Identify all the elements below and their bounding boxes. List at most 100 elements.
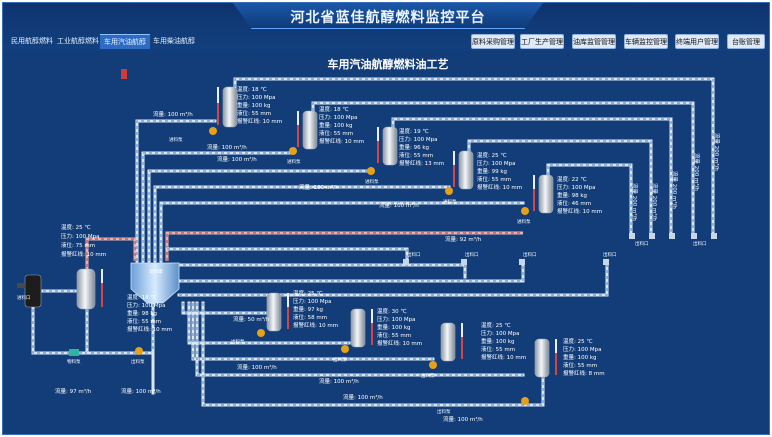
top-tank-2-reading-0: 温度: 18 ℃ <box>319 105 349 113</box>
pump-icon[interactable] <box>257 329 265 337</box>
bottom-tank-3[interactable] <box>429 322 463 369</box>
app-title: 河北省蓝佳航醇燃料监控平台 <box>290 10 486 26</box>
mixer-pump-icon[interactable] <box>135 347 143 355</box>
top-tank-2[interactable] <box>289 110 318 155</box>
header-bar: 河北省蓝佳航醇燃料监控平台 民用航醇燃料 工业航醇燃料 车用汽油航醇 车用柴油航… <box>3 3 769 51</box>
pump-icon[interactable] <box>209 127 217 135</box>
vertical-flow-4: 流量 200 m³/h <box>651 183 659 221</box>
bottom-tank-1-reading-1: 压力: 100 Mpa <box>293 297 331 305</box>
top-tank-1-reading-2: 重量: 100 kg <box>237 101 271 109</box>
mixer-pump-label: 出料泵 <box>131 358 145 365</box>
bottom-tank-2-reading-1: 压力: 100 Mpa <box>377 315 415 323</box>
bottom-tank-1-flow: 流量: 50 m³/h <box>233 315 270 323</box>
bottom-tank-4-flow: 流量: 100 m³/h <box>443 415 483 423</box>
misc-flow-2: 流量: 100 m³/h <box>343 393 383 401</box>
top-tank-2-reading-3: 液位: 55 mm <box>319 129 353 137</box>
bottom-tank-2-reading-3: 液位: 55 mm <box>377 331 411 339</box>
top-tank-4[interactable] <box>445 150 474 195</box>
mixer-tank[interactable]: 调和罐 <box>130 262 180 355</box>
top-tank-5-reading-4: 报警红线: 10 mm <box>557 207 602 215</box>
bottom-tank-3-reading-0: 温度: 25 ℃ <box>481 321 511 329</box>
tab-vehicle-diesel[interactable]: 车用柴油航醇 <box>153 37 195 45</box>
top-tank-5-reading-2: 重量: 98 kg <box>557 191 587 199</box>
bottom-tank-4-reading-4: 报警红线: 8 mm <box>563 369 605 377</box>
bottom-tank-3-reading-1: 压力: 100 Mpa <box>481 329 519 337</box>
title-plate <box>233 3 543 29</box>
bottom-tank-3-flow: 流量: 100 m³/h <box>319 377 359 385</box>
top-tank-3-pump-label: 进料泵 <box>365 178 379 185</box>
top-tank-2-pump-label: 进料泵 <box>287 158 301 165</box>
top-tank-5-reading-1: 压力: 100 Mpa <box>557 183 595 191</box>
source-reading-1: 压力: 100 Mpa <box>61 232 99 240</box>
discharge-label-5: 出料口 <box>523 251 537 258</box>
top-tank-1-flow: 流量: 100 m³/h <box>153 110 193 118</box>
tab-vehicle-gasoline[interactable]: 车用汽油航醇 <box>100 34 150 49</box>
tab-industrial-fuel[interactable]: 工业航醇燃料 <box>57 37 99 45</box>
bottom-tank-4-reading-3: 液位: 55 mm <box>563 361 597 369</box>
vertical-flow-3: 流量 200 m³/h <box>671 171 679 209</box>
bottom-tank-3-reading-2: 重量: 100 kg <box>481 337 515 345</box>
pump-icon[interactable] <box>445 187 453 195</box>
top-tank-4-reading-3: 液位: 55 mm <box>477 175 511 183</box>
pipe-network <box>31 77 715 407</box>
top-tank-5-pump-label: 进料泵 <box>517 218 531 225</box>
nav-factory-button[interactable]: 工厂生产管理 <box>520 34 564 49</box>
nav-end-user-button[interactable]: 终端用户管理 <box>675 34 719 49</box>
pump-icon[interactable] <box>341 345 349 353</box>
source-reading-2: 液位: 75 mm <box>61 241 95 249</box>
top-tank-1-reading-4: 报警红线: 10 mm <box>237 117 282 125</box>
bottom-tank-1[interactable] <box>257 292 289 337</box>
top-tank-5-reading-0: 温度: 22 ℃ <box>557 175 587 183</box>
nav-vehicle-button[interactable]: 车辆监控管理 <box>624 34 668 49</box>
outlet-valves[interactable] <box>403 233 717 265</box>
top-tank-1[interactable] <box>209 86 238 135</box>
source-reading-0: 温度: 25 ℃ <box>61 223 91 231</box>
mixer-reading-2: 重量: 98 kg <box>127 309 157 317</box>
top-tank-2-reading-4: 报警红线: 10 mm <box>319 137 364 145</box>
bottom-tank-4[interactable] <box>521 338 557 405</box>
top-tank-1-reading-1: 压力: 100 Mpa <box>237 93 275 101</box>
nav-raw-material-button[interactable]: 原料采购管理 <box>471 34 515 49</box>
discharge-label-4: 出料口 <box>465 251 479 258</box>
top-tank-2-reading-2: 重量: 100 kg <box>319 121 353 129</box>
bottom-tank-2[interactable] <box>341 308 373 353</box>
nav-depot-button[interactable]: 油库监管管理 <box>572 34 616 49</box>
misc-flow-1: 流量: 100 m³/h <box>207 143 247 151</box>
source-tank[interactable] <box>17 268 103 356</box>
alarm-light-icon <box>121 69 127 79</box>
valve-icon[interactable] <box>69 349 79 356</box>
vertical-flow-2: 流量 200 m³/h <box>693 153 701 191</box>
pump-icon[interactable] <box>429 361 437 369</box>
mixer-name: 调和罐 <box>149 268 163 275</box>
pump-icon[interactable] <box>521 207 529 215</box>
source-pump-label: 物料泵 <box>67 358 81 365</box>
bottom-tank-3-pump-label: 出料泵 <box>421 372 435 379</box>
bottom-tank-4-reading-1: 压力: 100 Mpa <box>563 345 601 353</box>
tab-civil-fuel[interactable]: 民用航醇燃料 <box>11 37 53 45</box>
mixer-reading-3: 液位: 55 mm <box>127 317 161 325</box>
nav-ledger-button[interactable]: 台账管理 <box>727 34 765 49</box>
mixer-reading-4: 报警红线: 10 mm <box>127 325 172 333</box>
top-tank-5[interactable] <box>521 174 554 215</box>
top-tank-5-reading-3: 液位: 46 mm <box>557 199 591 207</box>
bottom-tank-3-reading-3: 液位: 55 mm <box>481 345 515 353</box>
top-tank-5-flow: 流量: 92 m³/h <box>445 235 482 243</box>
top-tank-3-flow: 流量: 100 m³/h <box>299 183 339 191</box>
discharge-label-1: 出料口 <box>635 240 649 247</box>
bottom-tank-2-reading-0: 温度: 30 ℃ <box>377 307 407 315</box>
bottom-tank-2-flow: 流量: 100 m³/h <box>237 363 277 371</box>
mixer-reading-0: 温度: 18 ℃ <box>127 293 157 301</box>
pump-icon[interactable] <box>289 147 297 155</box>
mixer-reading-1: 压力: 100 Mpa <box>127 301 165 309</box>
top-tank-3-reading-4: 报警红线: 13 mm <box>399 159 444 167</box>
pump-icon[interactable] <box>521 397 529 405</box>
top-tank-4-flow: 流量: 100 m³/h <box>379 201 419 209</box>
top-tank-3-reading-3: 液位: 55 mm <box>399 151 433 159</box>
bottom-tank-4-reading-2: 重量: 100 kg <box>563 353 597 361</box>
process-diagram: 进料口 物料泵 温度: 25 ℃ 压力: 100 Mpa 液位: 75 mm 报… <box>17 69 721 423</box>
top-tank-3[interactable] <box>367 126 398 175</box>
bottom-tank-1-reading-0: 温度: 25 ℃ <box>293 289 323 297</box>
bottom-tank-1-reading-3: 液位: 58 mm <box>293 313 327 321</box>
pump-icon[interactable] <box>367 167 375 175</box>
